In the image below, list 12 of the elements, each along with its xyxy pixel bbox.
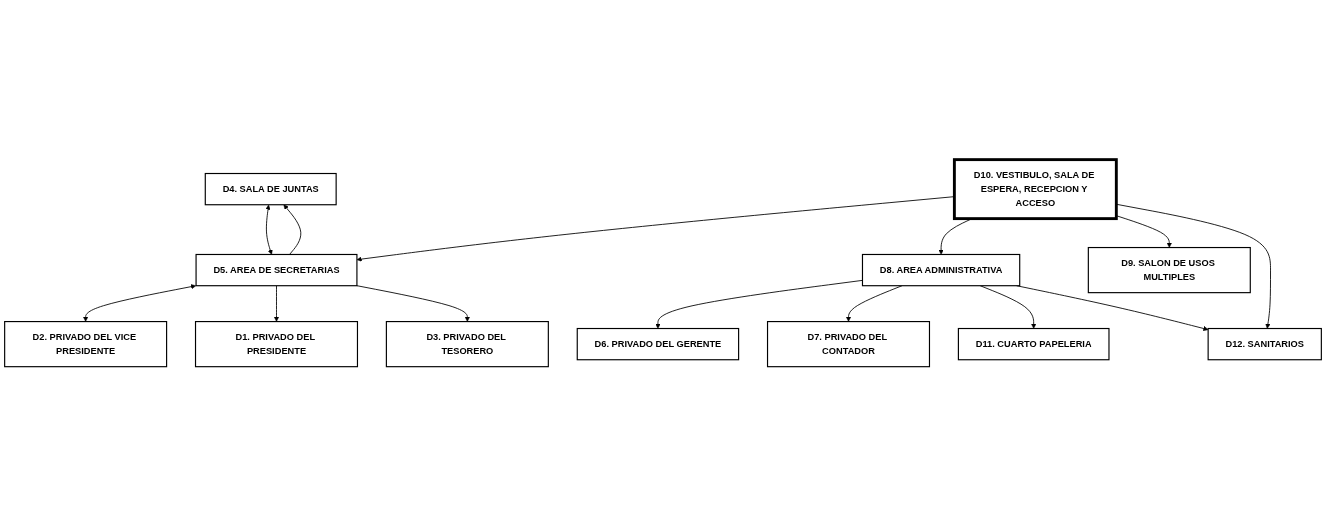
node-box: D5. AREA DE SECRETARIAS bbox=[195, 253, 358, 287]
node-box: D9. SALON DE USOS MULTIPLES bbox=[1087, 246, 1251, 294]
node-box: D1. PRIVADO DEL PRESIDENTE bbox=[194, 320, 359, 368]
node-box: D6. PRIVADO DEL GERENTE bbox=[576, 327, 740, 361]
node-box: D3. PRIVADO DEL TESORERO bbox=[385, 320, 549, 368]
node-box: D8. AREA ADMINISTRATIVA bbox=[861, 253, 1021, 287]
node-box: D2. PRIVADO DEL VICE PRESIDENTE bbox=[4, 320, 168, 368]
node-box: D10. VESTIBULO, SALA DE ESPERA, RECEPCION Y ACCESO bbox=[952, 158, 1118, 220]
node-box: D4. SALA DE JUNTAS bbox=[204, 172, 337, 206]
node-box: D7. PRIVADO DEL CONTADOR bbox=[766, 320, 931, 368]
node-box: D11. CUARTO PAPELERIA bbox=[957, 327, 1110, 361]
node-box: D12. SANITARIOS bbox=[1207, 327, 1322, 361]
